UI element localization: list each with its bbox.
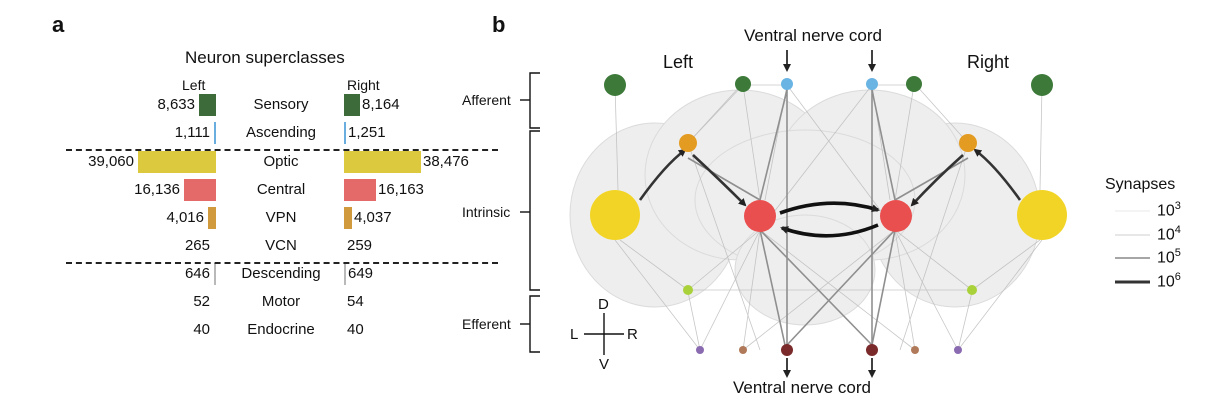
panel-a-title: Neuron superclasses — [185, 48, 345, 67]
legend-base: 10 — [1157, 202, 1175, 220]
class-name-sensory: Sensory — [253, 96, 309, 113]
group-intrinsic-label: Intrinsic — [462, 204, 511, 220]
count-left-sensory: 8,633 — [157, 96, 195, 113]
legend-lines — [1115, 210, 1150, 284]
class-name-central: Central — [256, 181, 306, 198]
bar-left-central — [184, 179, 216, 201]
class-name-ascending: Ascending — [245, 124, 317, 141]
count-right-descending: 649 — [348, 265, 374, 282]
node-vcn-right — [967, 285, 977, 295]
medium-connections — [687, 85, 969, 346]
compass-cross — [584, 313, 624, 355]
bar-right-sensory — [344, 94, 360, 116]
node-central-right — [880, 200, 912, 232]
strong-connections — [638, 148, 1022, 207]
bar-left-ascending — [214, 122, 216, 144]
legend-exponent: 5 — [1174, 247, 1181, 259]
group-brackets — [520, 72, 540, 353]
node-sensory-right-inner — [906, 76, 922, 92]
bar-right-vpn — [344, 207, 352, 229]
node-central-left — [744, 200, 776, 232]
node-endocrine-left — [696, 346, 704, 354]
count-left-optic: 39,060 — [88, 153, 134, 170]
class-name-motor: Motor — [261, 293, 301, 310]
class-name-optic: Optic — [263, 153, 299, 170]
bar-left-descending — [214, 263, 216, 285]
left-column-label: Left — [182, 77, 206, 93]
compass-left: L — [570, 326, 579, 343]
legend-exponent: 6 — [1174, 271, 1181, 283]
legend-item-0: 103 — [1157, 200, 1181, 220]
count-left-vpn: 4,016 — [166, 209, 204, 226]
class-name-vpn: VPN — [265, 209, 297, 226]
panel-a-letter: a — [52, 12, 65, 37]
count-left-ascending: 1,111 — [174, 124, 210, 141]
compass-ventral: V — [599, 356, 610, 373]
node-optic-left — [590, 190, 640, 240]
count-right-endocrine: 40 — [347, 321, 364, 338]
hemisphere-right-label: Right — [967, 52, 1010, 72]
legend-item-2: 105 — [1157, 247, 1181, 267]
bar-right-descending — [344, 263, 346, 285]
node-ascending-left — [781, 78, 793, 90]
hemisphere-left-label: Left — [663, 52, 694, 72]
right-column-label: Right — [347, 77, 380, 93]
node-descending-left — [781, 344, 793, 356]
legend-base: 10 — [1157, 273, 1175, 291]
node-optic-right — [1017, 190, 1067, 240]
class-name-endocrine: Endocrine — [247, 321, 315, 338]
count-right-ascending: 1,251 — [348, 124, 386, 141]
count-left-motor: 52 — [193, 293, 210, 310]
count-left-descending: 646 — [184, 265, 210, 282]
vnc-arrows — [783, 50, 876, 378]
divider-afferent-intrinsic — [66, 149, 498, 151]
node-sensory-right-outer — [1031, 74, 1053, 96]
legend-item-1: 104 — [1157, 224, 1181, 244]
bar-right-central — [344, 179, 376, 201]
weak-connections — [614, 83, 1043, 351]
node-motor-left — [739, 346, 747, 354]
count-right-optic: 38,476 — [423, 153, 469, 170]
node-vpn-left — [679, 134, 697, 152]
compass-dorsal: D — [598, 296, 609, 313]
legend-base: 10 — [1157, 249, 1175, 267]
node-descending-right — [866, 344, 878, 356]
legend-exponent: 3 — [1174, 200, 1181, 212]
bar-right-ascending — [344, 122, 346, 144]
legend-title: Synapses — [1105, 176, 1176, 193]
count-right-central: 16,163 — [378, 181, 424, 198]
count-left-endocrine: 40 — [193, 321, 210, 338]
node-vpn-right — [959, 134, 977, 152]
count-left-central: 16,136 — [134, 181, 180, 198]
legend-exponent: 4 — [1174, 224, 1181, 236]
count-right-vpn: 4,037 — [354, 209, 392, 226]
class-name-vcn: VCN — [265, 237, 297, 254]
legend-base: 10 — [1157, 226, 1175, 244]
node-ascending-right — [866, 78, 878, 90]
bar-left-sensory — [199, 94, 216, 116]
bar-right-optic — [344, 151, 421, 173]
count-left-vcn: 265 — [184, 237, 210, 254]
group-efferent-label: Efferent — [462, 316, 511, 332]
compass-right: R — [627, 326, 638, 343]
node-motor-right — [911, 346, 919, 354]
legend-item-3: 106 — [1157, 271, 1181, 291]
group-afferent-label: Afferent — [462, 92, 511, 108]
bar-left-vpn — [208, 207, 216, 229]
node-vcn-left — [683, 285, 693, 295]
vnc-top-label: Ventral nerve cord — [744, 26, 882, 45]
count-right-motor: 54 — [347, 293, 364, 310]
node-endocrine-right — [954, 346, 962, 354]
vnc-bottom-label: Ventral nerve cord — [733, 378, 871, 397]
node-sensory-left-inner — [735, 76, 751, 92]
class-name-descending: Descending — [241, 265, 321, 282]
panel-b-letter: b — [492, 12, 506, 37]
count-right-vcn: 259 — [347, 237, 373, 254]
central-reciprocal — [779, 201, 880, 238]
bar-left-optic — [138, 151, 216, 173]
divider-intrinsic-efferent — [66, 262, 498, 264]
count-right-sensory: 8,164 — [362, 96, 400, 113]
node-sensory-left-outer — [604, 74, 626, 96]
